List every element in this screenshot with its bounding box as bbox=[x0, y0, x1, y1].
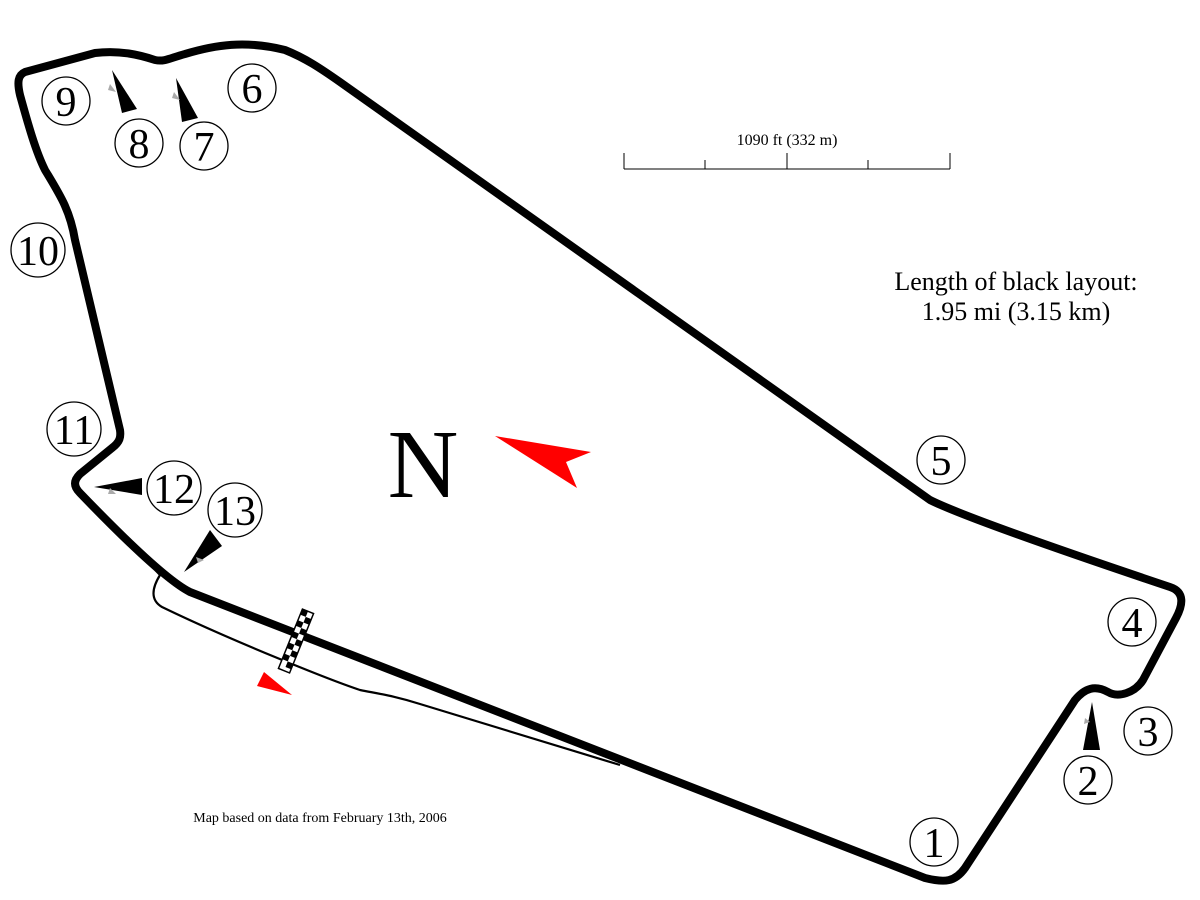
scale-label: 1090 ft (332 m) bbox=[737, 132, 838, 149]
length-value: 1.95 mi (3.15 km) bbox=[922, 297, 1111, 326]
turn-marker-8: 8 bbox=[114, 118, 164, 168]
length-title: Length of black layout: bbox=[894, 267, 1137, 296]
turn-marker-1: 1 bbox=[909, 817, 959, 867]
turn-marker-5: 5 bbox=[916, 435, 966, 485]
turn-marker-4: 4 bbox=[1107, 597, 1157, 647]
scale-bar bbox=[623, 153, 951, 170]
svg-text:11: 11 bbox=[54, 408, 94, 454]
corner-pointers bbox=[94, 70, 1100, 750]
north-label: N bbox=[388, 411, 459, 519]
svg-text:10: 10 bbox=[17, 229, 59, 275]
north-arrow-icon bbox=[495, 436, 591, 488]
turn-12-pointer bbox=[94, 478, 142, 495]
turn-13-pointer bbox=[184, 530, 222, 572]
svg-text:3: 3 bbox=[1138, 710, 1159, 756]
turn-marker-6: 6 bbox=[227, 63, 277, 113]
turn-marker-7: 7 bbox=[179, 121, 229, 171]
turn-8-pointer bbox=[112, 70, 137, 113]
turn-7-pointer bbox=[176, 78, 198, 122]
svg-text:9: 9 bbox=[56, 80, 77, 126]
race-direction-arrow bbox=[257, 672, 292, 695]
svg-text:4: 4 bbox=[1122, 601, 1143, 647]
svg-text:2: 2 bbox=[1078, 759, 1099, 805]
svg-text:12: 12 bbox=[153, 467, 195, 513]
turn-marker-11: 11 bbox=[46, 401, 102, 457]
start-finish-line bbox=[277, 608, 315, 674]
turn-marker-12: 12 bbox=[146, 460, 202, 516]
svg-text:13: 13 bbox=[214, 489, 256, 535]
turn-marker-10: 10 bbox=[10, 222, 66, 278]
turn-marker-2: 2 bbox=[1063, 755, 1113, 805]
turn-marker-3: 3 bbox=[1123, 706, 1173, 756]
svg-text:8: 8 bbox=[129, 122, 150, 168]
source-note: Map based on data from February 13th, 20… bbox=[193, 811, 447, 826]
svg-text:1: 1 bbox=[924, 821, 945, 867]
svg-text:6: 6 bbox=[242, 67, 263, 113]
track-main-layout bbox=[14, 40, 1186, 885]
svg-text:7: 7 bbox=[194, 125, 215, 171]
corner-pointer-shadows bbox=[108, 84, 1090, 724]
turn-2-pointer bbox=[1083, 702, 1100, 750]
turn-marker-13: 13 bbox=[207, 482, 263, 538]
turn-marker-9: 9 bbox=[41, 76, 91, 126]
svg-text:5: 5 bbox=[931, 439, 952, 485]
